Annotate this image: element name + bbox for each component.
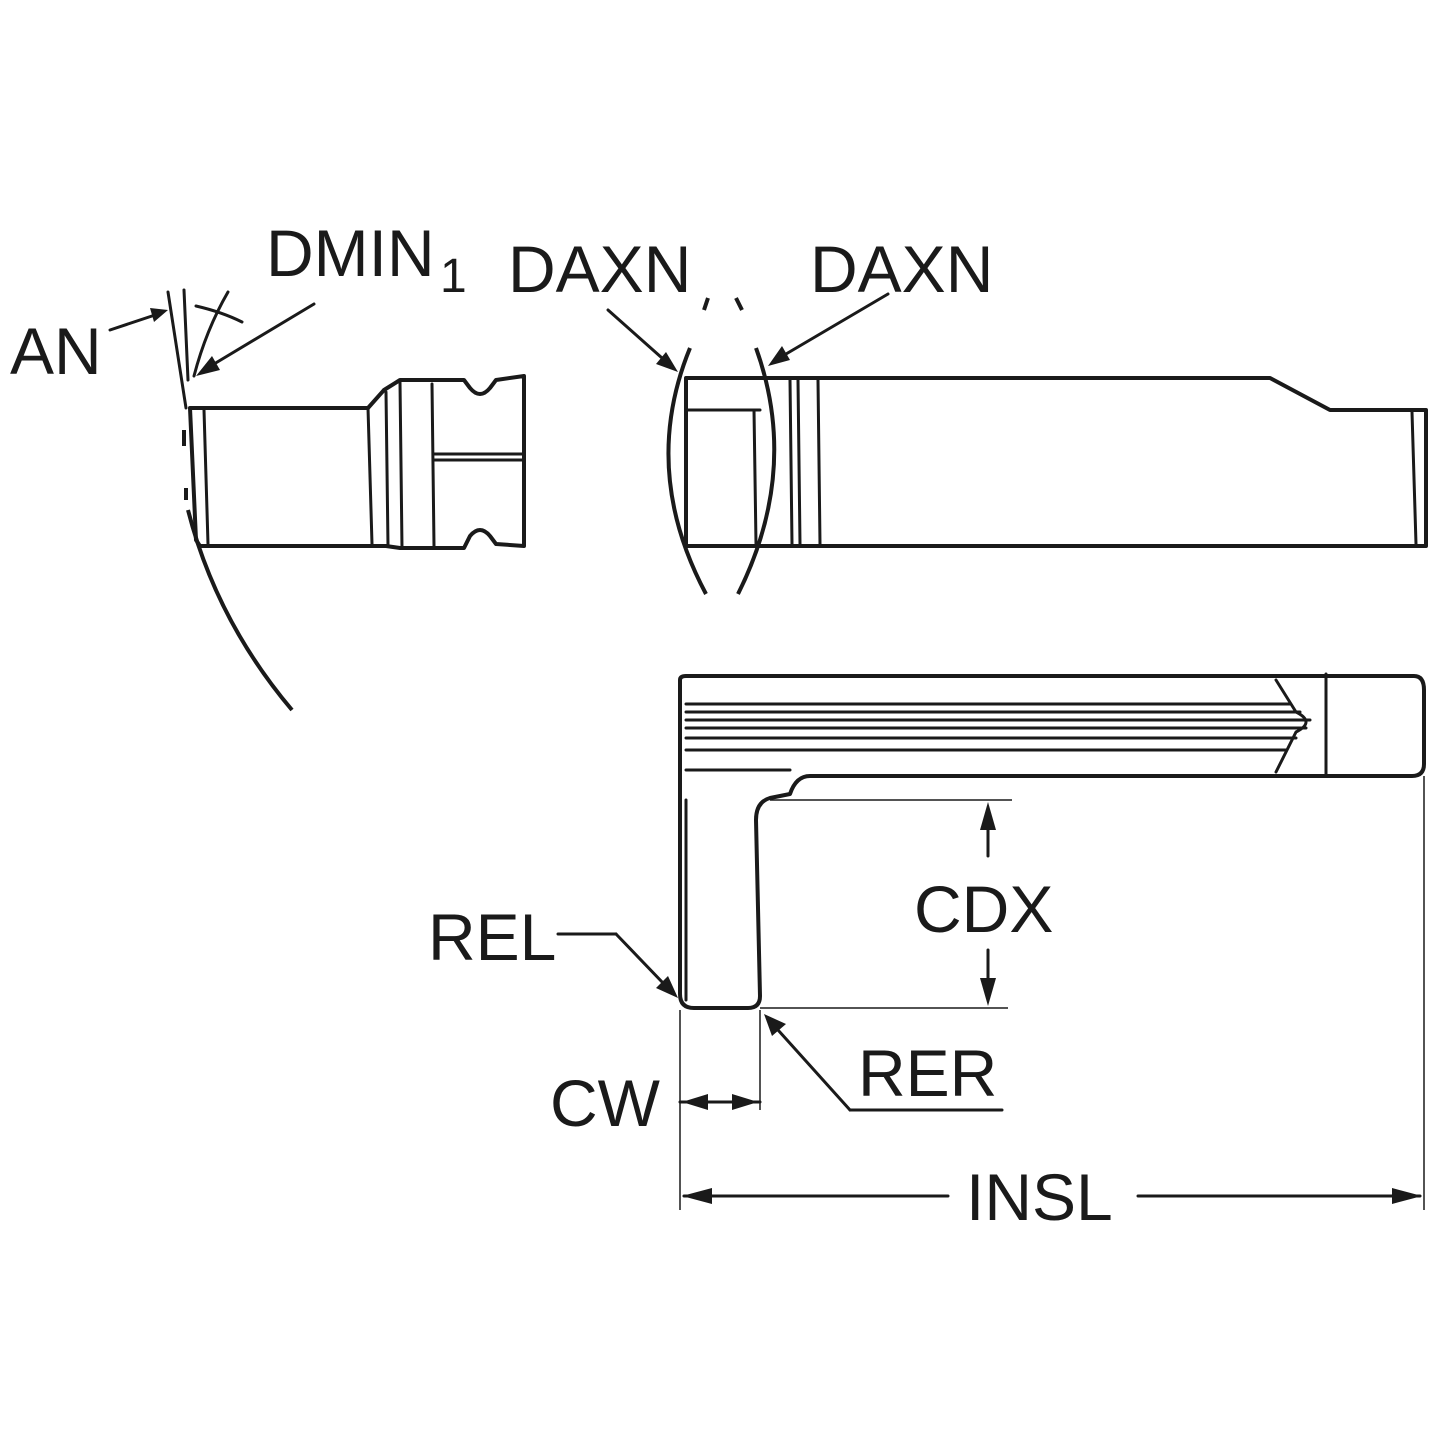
end-view-body bbox=[188, 374, 526, 550]
label-rel: REL bbox=[428, 900, 556, 974]
label-daxn-left: DAXN bbox=[508, 232, 691, 306]
insert-side-view bbox=[606, 292, 1428, 595]
daxn-arc-left bbox=[666, 347, 708, 595]
label-daxn-right: DAXN bbox=[810, 232, 993, 306]
dmin-arc bbox=[186, 509, 294, 712]
insert-end-view bbox=[108, 288, 526, 712]
insert-top-view bbox=[556, 672, 1426, 1210]
label-cw: CW bbox=[550, 1066, 661, 1140]
label-an: AN bbox=[10, 314, 102, 388]
label-cdx: CDX bbox=[914, 872, 1053, 946]
label-dmin: DMIN bbox=[266, 216, 435, 290]
top-view-body bbox=[678, 674, 1426, 1010]
label-rer: RER bbox=[858, 1036, 997, 1110]
label-insl: INSL bbox=[966, 1160, 1113, 1234]
label-dmin-subscript: 1 bbox=[440, 250, 467, 303]
daxn-arc-right bbox=[736, 347, 777, 595]
